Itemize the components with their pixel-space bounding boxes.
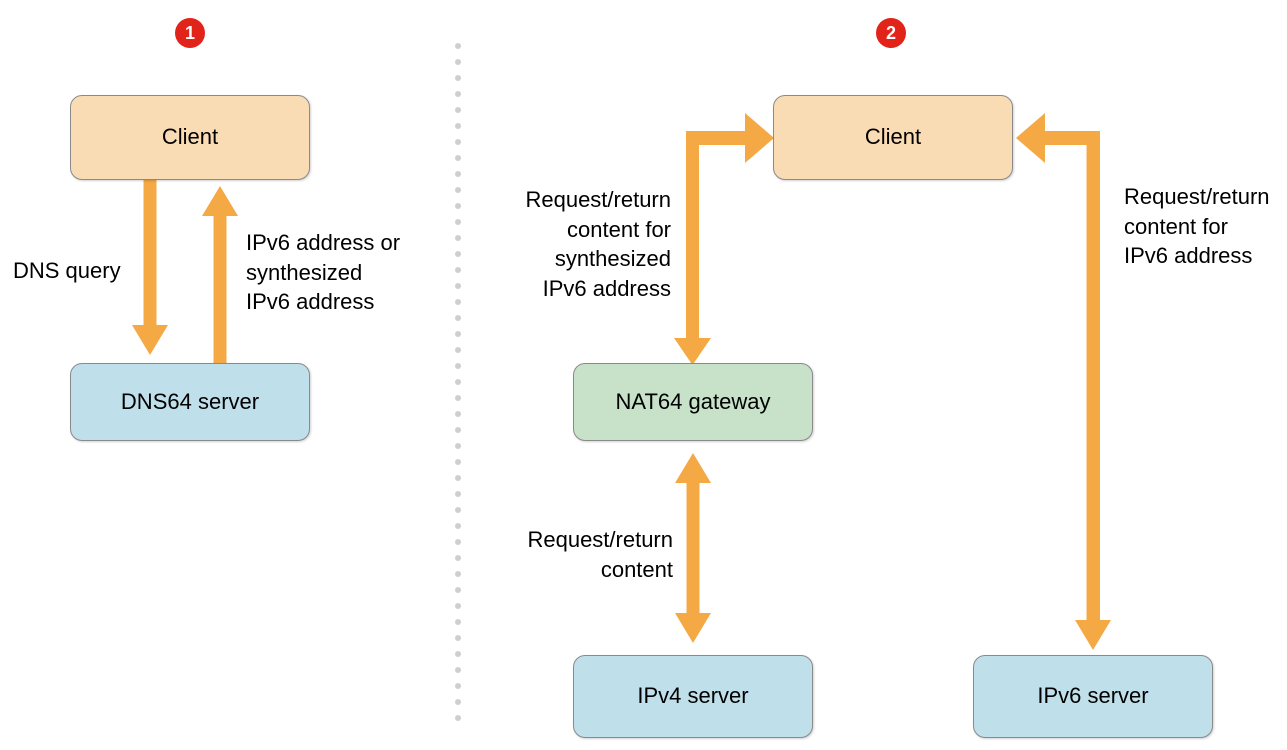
divider-dot [455,235,461,241]
divider-dot [455,283,461,289]
label-nat64-to-ipv4: Request/return content [527,527,673,582]
divider-dot [455,139,461,145]
divider-dot [455,683,461,689]
divider-dot [455,555,461,561]
divider-dot [455,523,461,529]
divider-dot [455,155,461,161]
divider-dot [455,347,461,353]
divider-dot [455,43,461,49]
divider-dot [455,379,461,385]
divider-dot [455,395,461,401]
divider-dot [455,187,461,193]
node-client-panel1: Client [70,95,310,180]
node-dns64-server: DNS64 server [70,363,310,441]
divider-dot [455,91,461,97]
divider-dot [455,475,461,481]
step-badge-1: 1 [175,18,205,48]
arrowhead-into-nat64 [674,338,711,365]
divider-dot [455,635,461,641]
divider-dot [455,107,461,113]
arrow-client-to-ipv6-elbow [1016,113,1111,650]
divider-dot [455,699,461,705]
divider-dot [455,507,461,513]
divider-dot [455,619,461,625]
panel-divider [455,43,461,743]
divider-dot [455,219,461,225]
divider-dot [455,491,461,497]
divider-dot [455,75,461,81]
divider-dot [455,715,461,721]
divider-dot [455,603,461,609]
arrow-nat64-to-client-elbow [686,113,774,355]
divider-dot [455,203,461,209]
divider-dot [455,443,461,449]
node-ipv4-server: IPv4 server [573,655,813,738]
divider-dot [455,171,461,177]
label-ipv6-flow: Request/return content for IPv6 address [1124,184,1270,269]
step-badge-2: 2 [876,18,906,48]
divider-dot [455,299,461,305]
divider-dot [455,571,461,577]
label-ipv6-response: IPv6 address or synthesized IPv6 address [246,230,401,315]
node-nat64-gateway: NAT64 gateway [573,363,813,441]
divider-dot [455,459,461,465]
arrow-nat64-ipv4-bidirectional [675,453,711,643]
label-synthesized-flow: Request/return content for synthesized I… [525,187,671,302]
divider-dot [455,427,461,433]
divider-dot [455,267,461,273]
node-client-panel2: Client [773,95,1013,180]
divider-dot [455,123,461,129]
divider-dot [455,59,461,65]
divider-dot [455,315,461,321]
divider-dot [455,587,461,593]
divider-dot [455,539,461,545]
node-ipv6-server: IPv6 server [973,655,1213,738]
label-dns-query: DNS query [13,258,121,283]
divider-dot [455,411,461,417]
divider-dot [455,651,461,657]
divider-dot [455,331,461,337]
divider-dot [455,667,461,673]
divider-dot [455,363,461,369]
divider-dot [455,251,461,257]
